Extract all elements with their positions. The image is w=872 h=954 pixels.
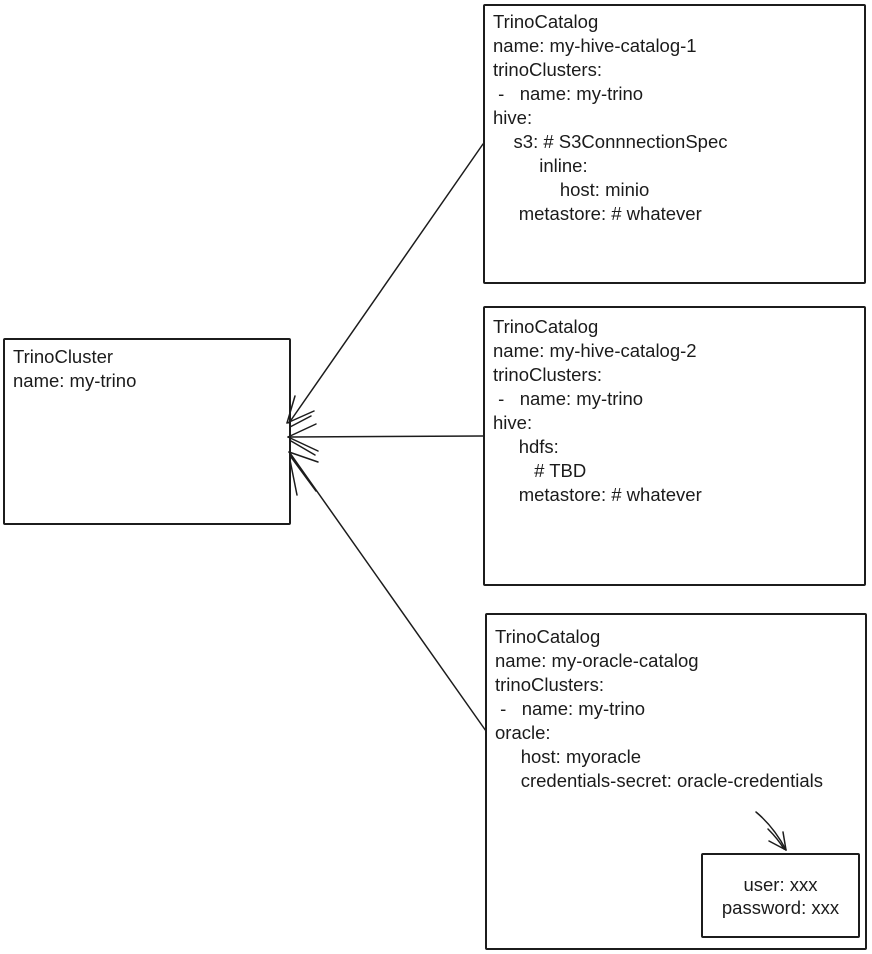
yaml-line: hive:: [493, 107, 533, 128]
yaml-line: credentials-secret: oracle-credentials: [495, 770, 823, 791]
secret-line: password: xxx: [721, 896, 840, 918]
yaml-line: - name: my-trino: [493, 388, 644, 409]
yaml-line: name: my-hive-catalog-1: [493, 35, 697, 56]
trino-catalog-1-box: TrinoCatalog name: my-hive-catalog-1 tri…: [483, 4, 866, 284]
yaml-line: name: my-trino: [13, 370, 137, 391]
yaml-line: TrinoCatalog: [495, 626, 601, 647]
yaml-line: hive:: [493, 412, 533, 433]
yaml-line: oracle:: [495, 722, 551, 743]
yaml-line: - name: my-trino: [495, 698, 646, 719]
yaml-line: TrinoCatalog: [493, 316, 599, 337]
yaml-line: TrinoCluster: [13, 346, 114, 367]
secret-line: user: xxx: [743, 873, 818, 895]
yaml-line: - name: my-trino: [493, 83, 644, 104]
trino-catalog-3-box: TrinoCatalog name: my-oracle-catalog tri…: [485, 613, 867, 950]
yaml-line: trinoClusters:: [493, 364, 602, 385]
yaml-line: trinoClusters:: [495, 674, 604, 695]
trino-cluster-box: TrinoCluster name: my-trino: [3, 338, 291, 525]
yaml-line: metastore: # whatever: [493, 203, 702, 224]
yaml-line: s3: # S3ConnnectionSpec: [493, 131, 728, 152]
yaml-line: TrinoCatalog: [493, 11, 599, 32]
yaml-line: hdfs:: [493, 436, 559, 457]
yaml-line: host: myoracle: [495, 746, 641, 767]
yaml-line: inline:: [493, 155, 588, 176]
connector-catalog3-to-cluster: [288, 451, 487, 732]
connector-catalog1-to-cluster: [286, 143, 484, 428]
connector-catalog2-to-cluster: [287, 423, 484, 456]
yaml-line: host: minio: [493, 179, 650, 200]
yaml-line: trinoClusters:: [493, 59, 602, 80]
yaml-line: metastore: # whatever: [493, 484, 702, 505]
trino-catalog-2-box: TrinoCatalog name: my-hive-catalog-2 tri…: [483, 306, 866, 586]
yaml-line: # TBD: [493, 460, 587, 481]
yaml-line: name: my-hive-catalog-2: [493, 340, 697, 361]
credentials-secret-box: user: xxx password: xxx: [701, 853, 860, 938]
yaml-line: name: my-oracle-catalog: [495, 650, 699, 671]
